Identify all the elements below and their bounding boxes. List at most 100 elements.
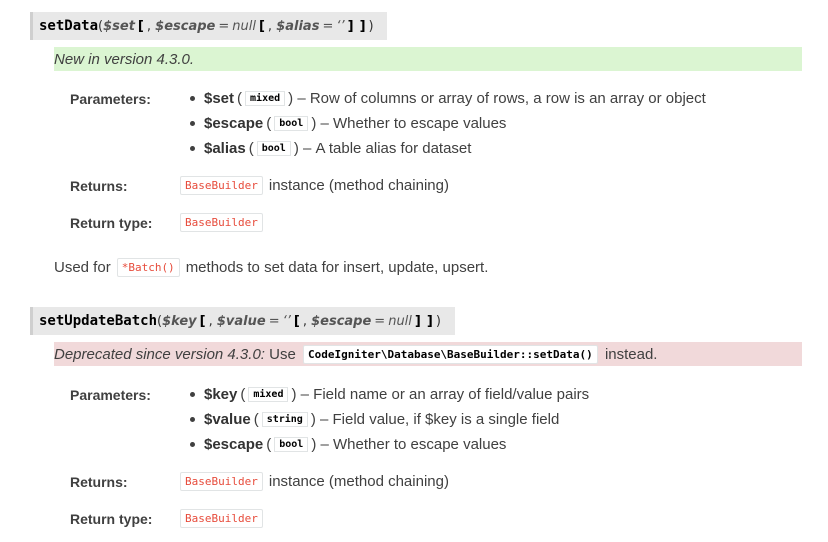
param-type: bool xyxy=(274,437,309,452)
dash: – xyxy=(320,436,329,453)
sig-param: $key xyxy=(162,313,197,329)
bullet-icon xyxy=(190,392,195,397)
usage-paragraph: Used for *Batch() methods to set data fo… xyxy=(54,258,488,277)
deprecated-use: Use xyxy=(269,345,296,363)
returns-text: instance (method chaining) xyxy=(268,473,449,490)
comma: , xyxy=(267,18,273,34)
param-name: $escape xyxy=(204,436,264,453)
bracket-open: [ xyxy=(258,18,265,34)
bullet-icon xyxy=(190,442,195,447)
method-name: setData xyxy=(39,18,99,34)
comma: , xyxy=(146,18,152,34)
deprecated-code-link[interactable]: CodeIgniter\Database\BaseBuilder::setDat… xyxy=(302,344,598,364)
returns-value: BaseBuilder instance (method chaining) xyxy=(180,472,449,491)
dash: – xyxy=(320,411,329,428)
return-type-code[interactable]: BaseBuilder xyxy=(180,213,263,232)
sig-param: $value xyxy=(216,313,266,329)
return-type-label: Return type: xyxy=(70,215,153,231)
bullet-icon xyxy=(190,417,195,422)
bracket-open: [ xyxy=(199,313,206,329)
bracket-open: [ xyxy=(293,313,300,329)
param-item: $escape ( bool ) – Whether to escape val… xyxy=(190,115,506,132)
param-type: bool xyxy=(274,116,309,131)
returns-label: Returns: xyxy=(70,474,128,490)
param-item: $alias ( bool ) – A table alias for data… xyxy=(190,140,471,157)
comma: , xyxy=(302,313,307,329)
bracket-close: ] xyxy=(347,18,354,34)
param-name: $alias xyxy=(204,140,246,157)
sig-param: $escape xyxy=(311,313,372,329)
dash: – xyxy=(320,115,329,132)
paren-open: ( xyxy=(240,386,246,403)
bracket-close: ] xyxy=(426,313,433,329)
equals: = xyxy=(374,313,386,329)
paren-close: ) xyxy=(288,90,294,107)
returns-value: BaseBuilder instance (method chaining) xyxy=(180,176,449,195)
dash: – xyxy=(302,140,312,157)
param-name: $set xyxy=(204,90,235,107)
param-desc: A table alias for dataset xyxy=(315,140,472,157)
param-desc: Whether to escape values xyxy=(333,436,507,453)
version-added-text: New in version 4.3.0. xyxy=(54,50,195,68)
usage-suffix: methods to set data for insert, update, … xyxy=(185,259,489,276)
paren-close: ) xyxy=(311,115,317,132)
sig-default: ‘’ xyxy=(336,18,345,34)
param-type: bool xyxy=(256,141,291,156)
param-type: mixed xyxy=(245,91,286,106)
equals: = xyxy=(218,18,230,34)
bracket-close: ] xyxy=(359,18,366,34)
returns-code[interactable]: BaseBuilder xyxy=(180,472,263,491)
usage-prefix: Used for xyxy=(54,259,111,276)
paren-close: ) xyxy=(293,140,299,157)
paren-open: ( xyxy=(248,140,254,157)
paren-close: ) xyxy=(435,313,441,329)
usage-code: *Batch() xyxy=(116,258,180,277)
returns-label: Returns: xyxy=(70,178,128,194)
sig-param: $alias xyxy=(276,18,320,34)
paren-close: ) xyxy=(291,386,297,403)
bullet-icon xyxy=(190,121,195,126)
method-name: setUpdateBatch xyxy=(39,313,158,329)
bullet-icon xyxy=(190,96,195,101)
param-item: $key ( mixed ) – Field name or an array … xyxy=(190,386,589,403)
paren-open: ( xyxy=(266,115,272,132)
method-signature-setData: setData ( $set [ , $escape = null [ , $a… xyxy=(30,12,387,40)
return-type-value: BaseBuilder xyxy=(180,509,269,528)
param-desc: Row of columns or array of rows, a row i… xyxy=(309,90,706,107)
paren-open: ( xyxy=(157,313,163,329)
param-desc: Whether to escape values xyxy=(333,115,507,132)
deprecated-text: Deprecated since version 4.3.0: xyxy=(54,345,265,363)
returns-code[interactable]: BaseBuilder xyxy=(180,176,263,195)
method-signature-setUpdateBatch: setUpdateBatch ( $key [ , $value = ‘’ [ … xyxy=(30,307,455,335)
paren-open: ( xyxy=(237,90,243,107)
bracket-open: [ xyxy=(137,18,144,34)
paren-close: ) xyxy=(310,411,316,428)
equals: = xyxy=(268,313,280,329)
sig-default: null xyxy=(388,313,412,329)
paren-close: ) xyxy=(368,18,374,34)
sig-default: ‘’ xyxy=(282,313,291,329)
paren-close: ) xyxy=(311,436,317,453)
sig-default: null xyxy=(232,18,256,34)
deprecated-note: Deprecated since version 4.3.0: Use Code… xyxy=(54,342,802,366)
param-type: string xyxy=(261,412,308,427)
bullet-icon xyxy=(190,146,195,151)
parameters-label: Parameters: xyxy=(70,91,151,107)
param-item: $set ( mixed ) – Row of columns or array… xyxy=(190,90,706,107)
param-name: $escape xyxy=(204,115,264,132)
equals: = xyxy=(322,18,334,34)
param-name: $value xyxy=(204,411,251,428)
bracket-close: ] xyxy=(414,313,421,329)
parameters-label: Parameters: xyxy=(70,387,151,403)
version-added-note: New in version 4.3.0. xyxy=(54,47,802,71)
return-type-value: BaseBuilder xyxy=(180,213,269,232)
comma: , xyxy=(208,313,213,329)
sig-param: $escape xyxy=(155,18,216,34)
paren-open: ( xyxy=(98,18,104,34)
return-type-code[interactable]: BaseBuilder xyxy=(180,509,263,528)
param-name: $key xyxy=(204,386,238,403)
param-desc: Field name or an array of field/value pa… xyxy=(313,386,590,403)
param-type: mixed xyxy=(248,387,289,402)
sig-param: $set xyxy=(103,18,135,34)
paren-open: ( xyxy=(253,411,259,428)
